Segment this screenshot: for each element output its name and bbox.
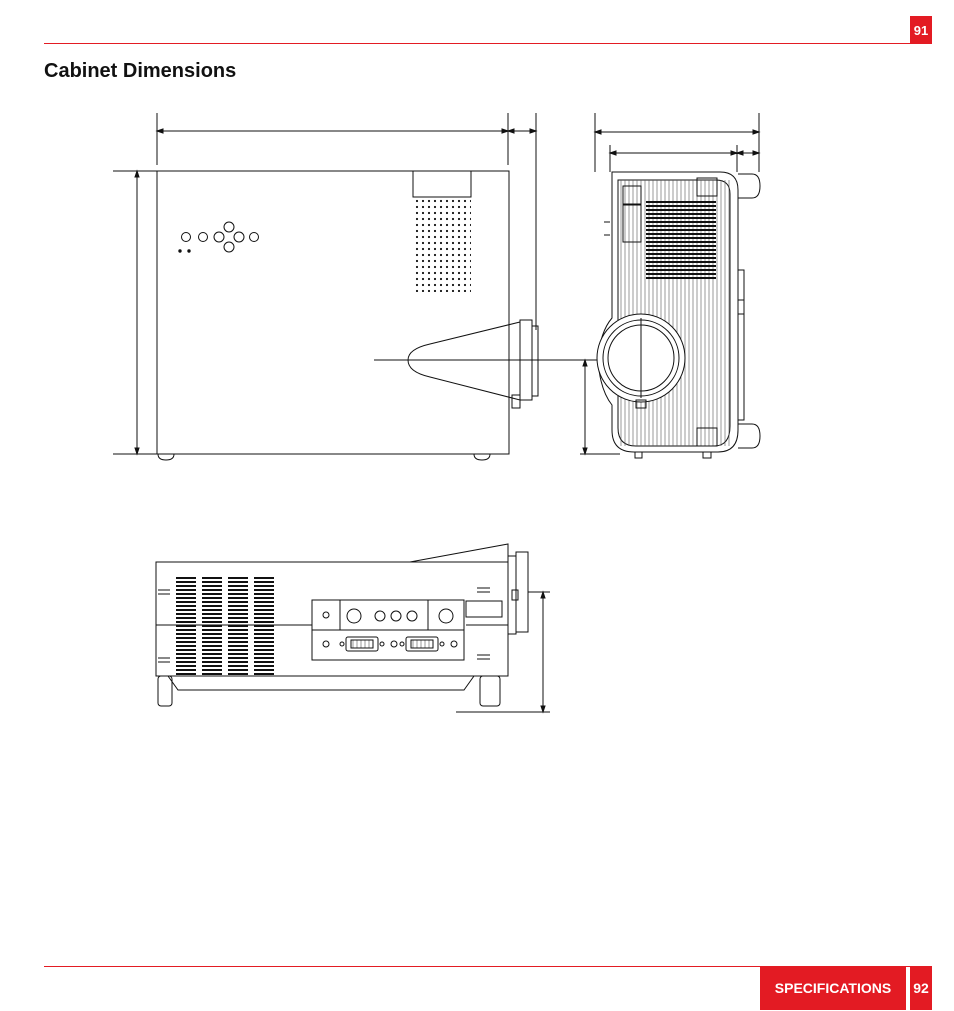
footer-section-label: SPECIFICATIONS [760,966,906,1010]
front-view [580,113,760,458]
top-view [113,113,598,460]
side-view [156,544,550,712]
footer-page-number: 92 [910,966,932,1010]
